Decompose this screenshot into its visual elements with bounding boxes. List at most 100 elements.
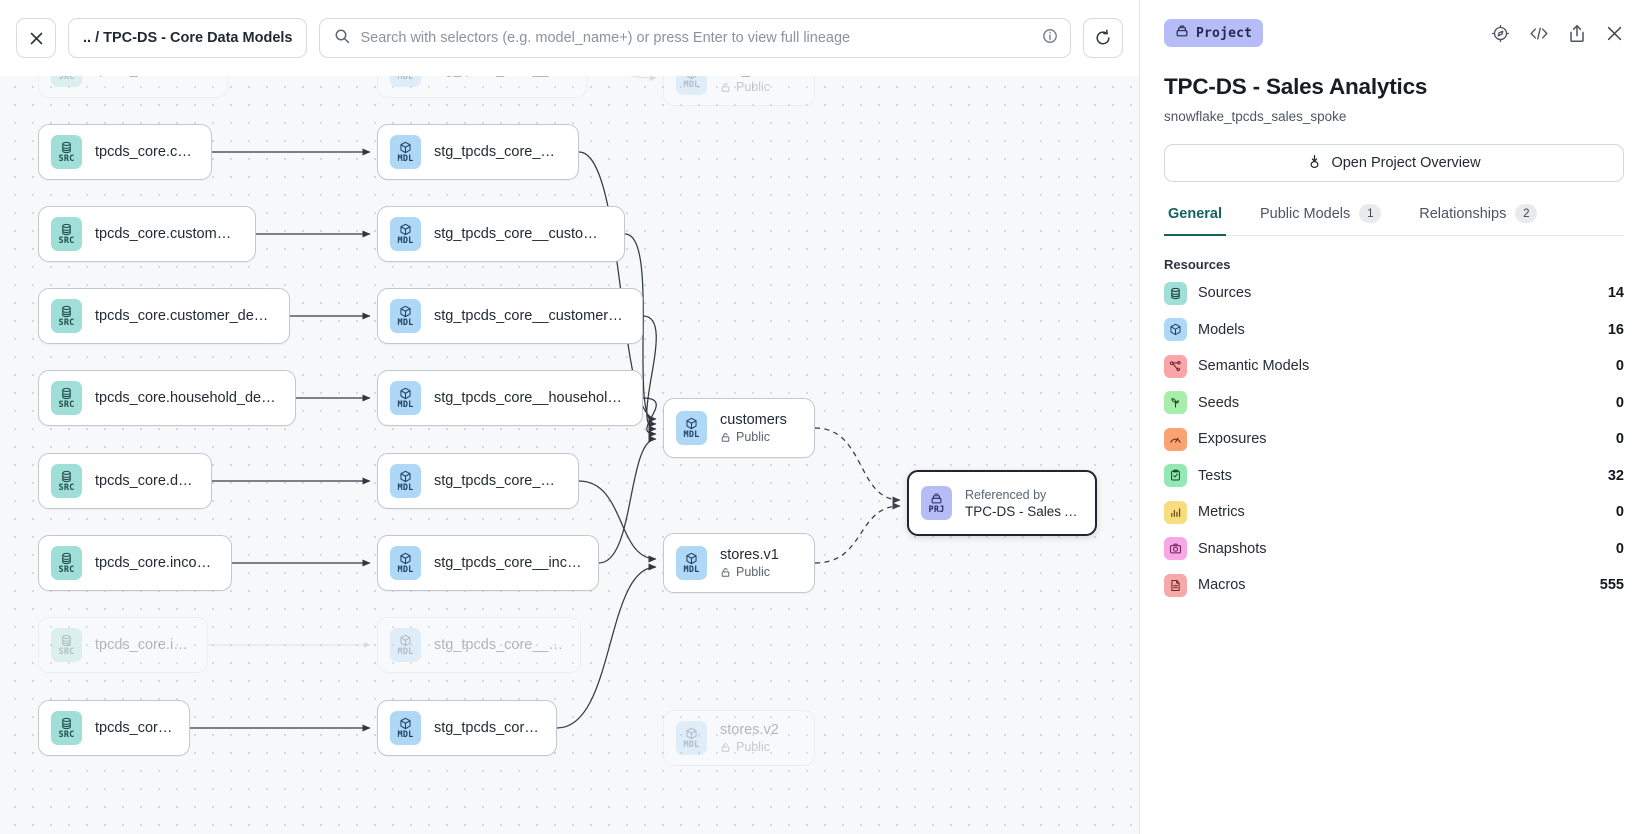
tab-count-badge: 2 [1515, 204, 1538, 223]
close-lineage-button[interactable] [16, 18, 56, 58]
lock-icon [720, 742, 731, 753]
lineage-node-label: stg_tpcds_core__household_demogr… [434, 390, 626, 406]
lineage-node-label: stores.v2 [720, 722, 779, 738]
lock-icon [720, 567, 731, 578]
close-icon[interactable] [1605, 24, 1624, 43]
overview-icon [1307, 154, 1322, 173]
tab-relationships[interactable]: Relationships 2 [1415, 204, 1541, 236]
resource-count: 0 [1615, 394, 1624, 411]
mdl-badge-icon: MDL [390, 628, 421, 662]
src-badge-icon: SRC [51, 217, 82, 251]
src-badge-icon: SRC [51, 628, 82, 662]
src-badge-icon: SRC [51, 381, 82, 415]
resource-kind-chip[interactable]: Project [1164, 19, 1264, 47]
search-input[interactable] [360, 30, 1032, 46]
resource-count: 0 [1615, 540, 1624, 557]
lineage-node-mdl_cust_demo[interactable]: MDLstg_tpcds_core__customer_demogra… [377, 288, 643, 344]
tab-label: Relationships [1419, 205, 1507, 222]
resource-row-metrics[interactable]: Metrics 0 [1164, 497, 1624, 528]
lineage-node-body: stg_tpcds_core__household_demogr… [434, 390, 626, 406]
resource-count: 0 [1615, 358, 1624, 375]
lineage-node-access: Public [720, 740, 779, 754]
lineage-edge [642, 397, 657, 438]
lineage-edge [598, 435, 657, 564]
lineage-node-mdl_hh_demo[interactable]: MDLstg_tpcds_core__household_demogr… [377, 370, 643, 426]
lineage-node-mdl_customer[interactable]: MDL stg_tpcds_core__customer [377, 124, 579, 180]
lineage-node-access: Public [720, 430, 787, 444]
lineage-node-mdl_inventory[interactable]: MDL stg_tpcds_core__inventory [377, 617, 581, 673]
code-icon[interactable] [1529, 25, 1549, 42]
src-badge-icon: SRC [51, 464, 82, 498]
search-box[interactable] [319, 18, 1071, 58]
mdl-badge-icon: MDL [390, 711, 421, 745]
lineage-node-body: tpcds_core.household_demographics [95, 390, 279, 406]
resource-row-models[interactable]: Models 16 [1164, 315, 1624, 346]
resource-count: 0 [1615, 504, 1624, 521]
lineage-node-access: Public [720, 80, 797, 94]
lineage-node-src_hh_demo[interactable]: SRC tpcds_core.household_demographics [38, 370, 296, 426]
tab-general[interactable]: General [1164, 204, 1226, 236]
resource-row-snapshots[interactable]: Snapshots 0 [1164, 534, 1624, 565]
lineage-node-label: stg_tpcds_core__inventory [434, 637, 564, 653]
cube-icon [1164, 318, 1187, 342]
mdl-badge-icon: MDL [390, 135, 421, 169]
overview-button-label: Open Project Overview [1331, 155, 1481, 171]
open-project-overview-button[interactable]: Open Project Overview [1164, 144, 1624, 182]
details-panel-actions [1491, 24, 1624, 43]
lineage-node-body: stg_tpcds_core__customer_demogra… [434, 308, 626, 324]
lineage-node-label: customers [720, 412, 787, 428]
lineage-node-src_cust_addr[interactable]: SRC tpcds_core.customer_address [38, 206, 256, 262]
explore-icon[interactable] [1491, 24, 1510, 43]
breadcrumb[interactable]: .. / TPC-DS - Core Data Models [68, 18, 308, 58]
resource-label: Models [1198, 321, 1245, 338]
lineage-node-label: stg_tpcds_core__income_band [434, 555, 582, 571]
refresh-button[interactable] [1083, 18, 1123, 58]
share-icon[interactable] [1568, 24, 1586, 43]
lineage-node-src_date_dim[interactable]: SRC tpcds_core.date_dim [38, 453, 212, 509]
gauge-icon [1164, 427, 1187, 451]
lineage-node-label: tpcds_core.income_band [95, 555, 215, 571]
camera-icon [1164, 537, 1187, 561]
lineage-canvas[interactable]: SRCtpcds_core.call_centerSRCtpcds_core.c… [0, 0, 1139, 834]
details-panel: Project [1139, 0, 1648, 834]
lock-icon [720, 432, 731, 443]
info-icon[interactable] [1042, 28, 1058, 49]
lineage-node-label: stg_tpcds_core__customer [434, 144, 562, 160]
lineage-node-label: TPC-DS - Sales Analytics [965, 503, 1079, 519]
resource-count: 0 [1615, 431, 1624, 448]
resource-count: 16 [1607, 321, 1624, 338]
resource-count: 555 [1599, 577, 1624, 594]
src-badge-icon: SRC [51, 135, 82, 169]
lineage-node-body: stg_tpcds_core__date_dim [434, 473, 562, 489]
lineage-node-body: tpcds_core.date_dim [95, 473, 195, 489]
resource-label: Snapshots [1198, 540, 1267, 557]
lineage-node-body: tpcds_core.customer_address [95, 226, 239, 242]
lineage-node-body: call_centersPublic [720, 62, 797, 94]
resource-label: Metrics [1198, 504, 1245, 521]
mdl-badge-icon: MDL [676, 411, 707, 445]
lineage-node-label: stores.v1 [720, 547, 779, 563]
lineage-node-body: tpcds_core.income_band [95, 555, 215, 571]
